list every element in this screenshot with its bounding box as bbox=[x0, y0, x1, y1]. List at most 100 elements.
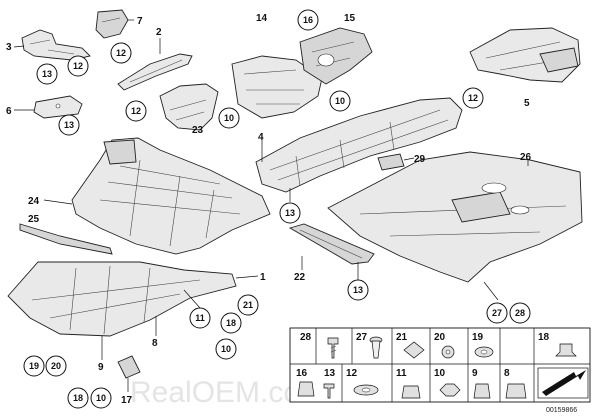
callout-18b[interactable]: 18 bbox=[67, 387, 89, 409]
label-7: 7 bbox=[137, 16, 143, 27]
part-25-sill-strip[interactable] bbox=[19, 223, 113, 255]
callout-27[interactable]: 27 bbox=[486, 302, 508, 324]
tray-label-10: 10 bbox=[434, 368, 446, 379]
part-23-bracket[interactable] bbox=[159, 83, 219, 131]
svg-text:18: 18 bbox=[226, 318, 236, 328]
bolt-13-icon[interactable] bbox=[323, 383, 335, 399]
callout-21[interactable]: 21 bbox=[237, 294, 259, 316]
callout-13b[interactable]: 13 bbox=[58, 114, 80, 136]
svg-text:27: 27 bbox=[492, 308, 502, 318]
callout-12a[interactable]: 12 bbox=[110, 42, 132, 64]
callout-19[interactable]: 19 bbox=[23, 355, 45, 377]
callout-12c[interactable]: 12 bbox=[125, 100, 147, 122]
clip-16-icon[interactable] bbox=[297, 381, 315, 397]
svg-text:12: 12 bbox=[73, 61, 83, 71]
svg-text:12: 12 bbox=[116, 48, 126, 58]
callout-13e[interactable]: 13 bbox=[347, 279, 369, 301]
callout-12b[interactable]: 12 bbox=[67, 55, 89, 77]
label-23: 23 bbox=[192, 125, 204, 136]
svg-text:10: 10 bbox=[224, 113, 234, 123]
part-29-pad[interactable] bbox=[377, 153, 405, 171]
svg-text:10: 10 bbox=[221, 344, 231, 354]
label-15: 15 bbox=[344, 13, 356, 24]
label-22: 22 bbox=[294, 272, 306, 283]
svg-text:13: 13 bbox=[353, 285, 363, 295]
part-22-grille[interactable] bbox=[288, 223, 375, 265]
nut-10-icon[interactable] bbox=[439, 383, 461, 397]
svg-text:10: 10 bbox=[96, 393, 106, 403]
svg-text:12: 12 bbox=[131, 106, 141, 116]
part-15-heat-shield[interactable] bbox=[299, 27, 373, 85]
diagram-code: 00159866 bbox=[546, 407, 577, 414]
callout-12e[interactable]: 12 bbox=[462, 87, 484, 109]
tray-label-8: 8 bbox=[504, 368, 510, 379]
callout-10c[interactable]: 10 bbox=[215, 338, 237, 360]
screw-28-icon[interactable] bbox=[327, 337, 339, 359]
part-1-front-underbody[interactable] bbox=[7, 261, 237, 337]
svg-text:10: 10 bbox=[335, 96, 345, 106]
tray-label-28: 28 bbox=[300, 332, 312, 343]
tray-label-27: 27 bbox=[356, 332, 368, 343]
callout-10b[interactable]: 10 bbox=[329, 90, 351, 112]
label-2: 2 bbox=[156, 27, 162, 38]
svg-text:16: 16 bbox=[303, 15, 313, 25]
label-6: 6 bbox=[6, 106, 12, 117]
callout-13a[interactable]: 13 bbox=[36, 63, 58, 85]
svg-text:20: 20 bbox=[51, 361, 61, 371]
callout-28[interactable]: 28 bbox=[509, 302, 531, 324]
part-4-tunnel-shield[interactable] bbox=[255, 97, 463, 193]
svg-text:13: 13 bbox=[64, 120, 74, 130]
label-26: 26 bbox=[520, 152, 532, 163]
part-2-strip[interactable] bbox=[117, 53, 193, 91]
clip-11-icon[interactable] bbox=[401, 385, 421, 399]
callout-11[interactable]: 11 bbox=[189, 307, 211, 329]
callout-13c[interactable]: 13 bbox=[279, 202, 301, 224]
pin-27-icon[interactable] bbox=[369, 336, 383, 359]
washer-12-icon[interactable] bbox=[353, 384, 379, 396]
part-14-heat-shield[interactable] bbox=[231, 55, 323, 119]
stud-18-icon[interactable] bbox=[555, 343, 577, 357]
callout-20[interactable]: 20 bbox=[45, 355, 67, 377]
callout-10d[interactable]: 10 bbox=[90, 387, 112, 409]
part-6-plate[interactable] bbox=[33, 95, 83, 119]
label-1: 1 bbox=[260, 272, 266, 283]
svg-text:19: 19 bbox=[29, 361, 39, 371]
tray-label-12: 12 bbox=[346, 368, 358, 379]
label-9: 9 bbox=[98, 362, 104, 373]
clip-9-icon[interactable] bbox=[473, 383, 491, 399]
svg-text:11: 11 bbox=[195, 313, 205, 323]
svg-text:28: 28 bbox=[515, 308, 525, 318]
clip-8-icon[interactable] bbox=[505, 383, 527, 399]
leader-lines bbox=[13, 19, 529, 392]
svg-text:13: 13 bbox=[285, 208, 295, 218]
part-24-floor-panel[interactable] bbox=[71, 137, 271, 255]
label-24: 24 bbox=[28, 196, 40, 207]
part-5-rear-shield[interactable] bbox=[469, 27, 581, 83]
label-29: 29 bbox=[414, 154, 426, 165]
arrow-ref-icon bbox=[537, 367, 589, 399]
callout-16a[interactable]: 16 bbox=[297, 9, 319, 31]
tray-label-18: 18 bbox=[538, 332, 550, 343]
tray-label-21: 21 bbox=[396, 332, 408, 343]
label-8: 8 bbox=[152, 338, 158, 349]
part-17-clip[interactable] bbox=[117, 355, 141, 379]
part-7-bracket[interactable] bbox=[95, 9, 129, 39]
callout-18a[interactable]: 18 bbox=[220, 312, 242, 334]
label-4: 4 bbox=[258, 132, 264, 143]
washer-19-icon[interactable] bbox=[474, 346, 494, 358]
svg-text:13: 13 bbox=[42, 69, 52, 79]
label-3: 3 bbox=[6, 42, 12, 53]
part-3-bracket[interactable] bbox=[21, 29, 91, 61]
tray-label-19: 19 bbox=[472, 332, 484, 343]
label-5: 5 bbox=[524, 98, 530, 109]
svg-text:12: 12 bbox=[468, 93, 478, 103]
part-26-rear-floor[interactable] bbox=[327, 151, 583, 283]
clip-20-icon[interactable] bbox=[441, 345, 455, 359]
label-17: 17 bbox=[121, 395, 133, 406]
tray-label-20: 20 bbox=[434, 332, 446, 343]
tray-label-11: 11 bbox=[396, 368, 407, 379]
svg-text:18: 18 bbox=[73, 393, 83, 403]
callout-10a[interactable]: 10 bbox=[218, 107, 240, 129]
nut-21-icon[interactable] bbox=[403, 341, 425, 359]
